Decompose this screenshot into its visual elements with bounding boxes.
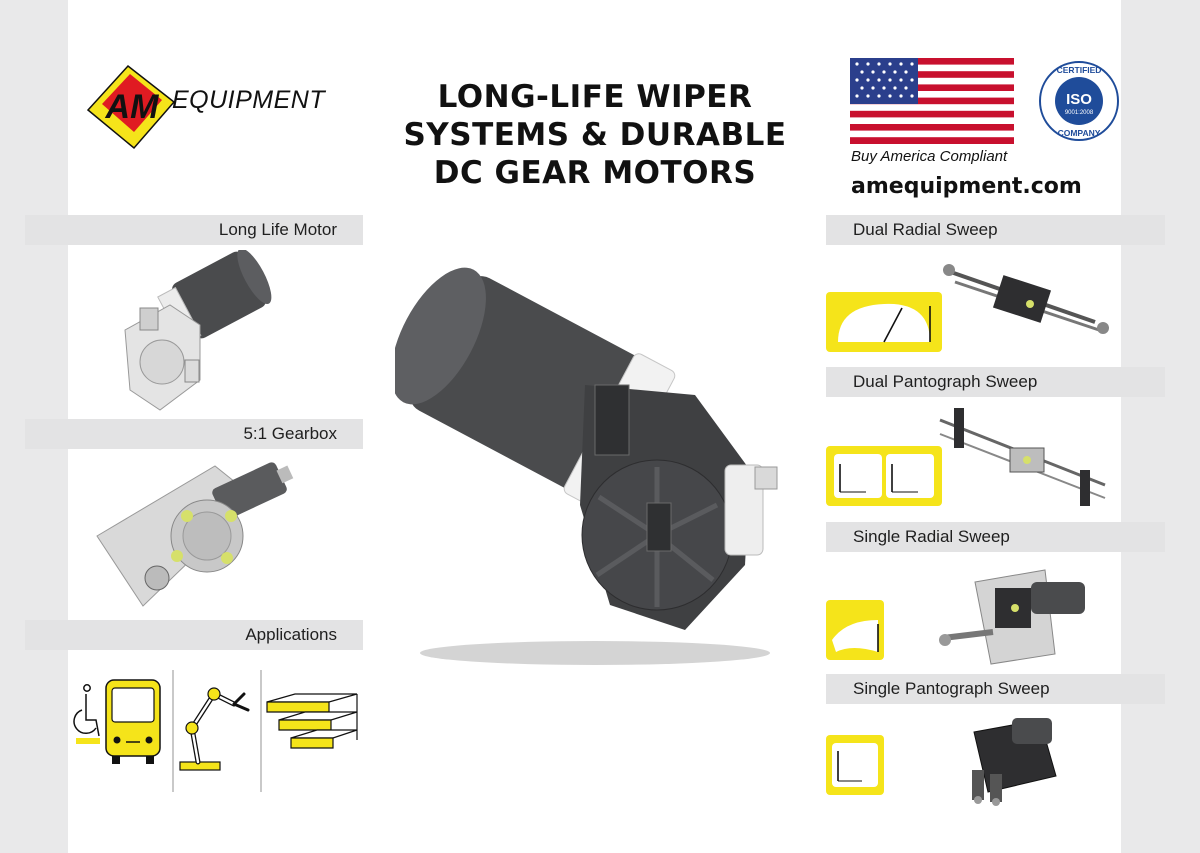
dc-gear-motor-main-image <box>395 267 778 665</box>
dual-pantograph-sweep-product-image <box>939 408 1106 506</box>
svg-text:AM: AM <box>105 88 160 126</box>
conveyor-steps-icon <box>266 693 358 749</box>
svg-text:9001:2008: 9001:2008 <box>1065 110 1094 116</box>
iso-certified-seal-icon: CERTIFIED ISO 9001:2008 COMPANY <box>1039 61 1119 141</box>
label-single-pantograph-sweep: Single Pantograph Sweep <box>826 674 1165 704</box>
svg-text:COMPANY: COMPANY <box>1058 128 1101 138</box>
dual-radial-sweep-product-image <box>943 264 1109 334</box>
single-radial-sweep-product-image <box>939 569 1085 665</box>
divider <box>172 670 174 792</box>
headline-line-1: LONG-LIFE WIPER <box>437 79 753 115</box>
headline-line-3: DC GEAR MOTORS <box>433 155 757 191</box>
label-single-radial-sweep: Single Radial Sweep <box>826 522 1165 552</box>
label-long-life-motor: Long Life Motor <box>25 215 363 245</box>
single-pantograph-sweep-product-image <box>972 718 1057 806</box>
headline: LONG-LIFE WIPER SYSTEMS & DURABLE DC GEA… <box>395 78 795 192</box>
dual-pantograph-sweep-icon <box>826 446 942 506</box>
label-dual-radial-sweep: Dual Radial Sweep <box>826 215 1165 245</box>
buy-america-caption: Buy America Compliant <box>851 148 1008 165</box>
gearbox-image <box>96 462 294 607</box>
website-url[interactable]: amequipment.com <box>851 174 1082 199</box>
label-dual-pantograph-sweep: Dual Pantograph Sweep <box>826 367 1165 397</box>
bus-icon <box>105 679 161 764</box>
headline-line-2: SYSTEMS & DURABLE <box>403 117 787 153</box>
svg-text:CERTIFIED: CERTIFIED <box>1057 65 1102 75</box>
svg-text:ISO: ISO <box>1066 91 1092 108</box>
long-life-motor-image <box>124 250 272 411</box>
us-flag-icon <box>850 58 1014 144</box>
robot-arm-icon <box>179 687 250 771</box>
wheelchair-icon <box>73 684 100 744</box>
single-pantograph-sweep-icon <box>826 735 884 795</box>
divider <box>260 670 262 792</box>
brand-name: EQUIPMENT <box>172 86 326 114</box>
label-applications: Applications <box>25 620 363 650</box>
single-radial-sweep-icon <box>826 600 884 660</box>
am-logo-icon: AM <box>86 64 176 150</box>
dual-radial-sweep-icon <box>826 292 942 352</box>
label-gearbox: 5:1 Gearbox <box>25 419 363 449</box>
